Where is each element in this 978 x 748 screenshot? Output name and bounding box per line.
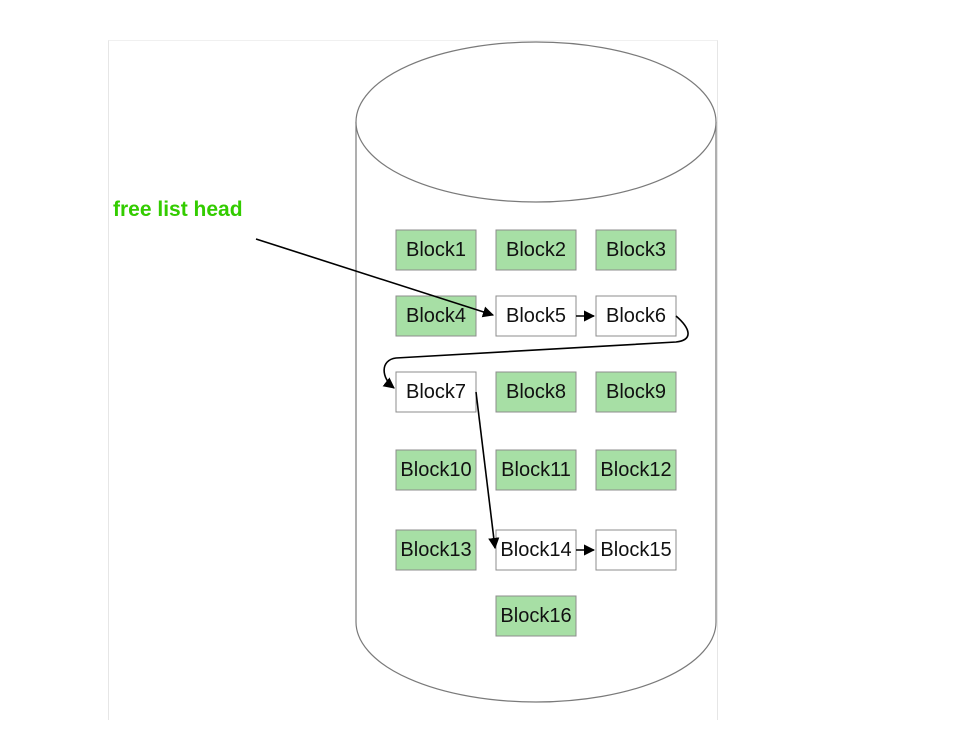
free-list-head-label: free list head [113, 198, 243, 221]
block-14-box [495, 529, 577, 571]
block-16-box [495, 595, 577, 637]
block-2: Block2 [495, 229, 577, 271]
block-8-box [495, 371, 577, 413]
cylinder-top [355, 41, 717, 203]
blocks-layer: Block1 Block2 Block3 Block4 Block5 Block… [395, 229, 677, 637]
block-6-label: Block6 [606, 305, 666, 327]
block-3: Block3 [595, 229, 677, 271]
arrow-head-to-block5 [255, 238, 495, 318]
block-15-label: Block15 [600, 539, 671, 561]
block-12: Block12 [595, 449, 677, 491]
block-15: Block15 [595, 529, 677, 571]
block-8-label: Block8 [506, 381, 566, 403]
block-1: Block1 [395, 229, 477, 271]
block-3-label: Block3 [606, 239, 666, 261]
free-list-arrows [255, 238, 689, 556]
block-10: Block10 [395, 449, 477, 491]
block-6: Block6 [595, 295, 677, 337]
block-10-label: Block10 [400, 459, 471, 481]
block-9-box [595, 371, 677, 413]
block-5-box [495, 295, 577, 337]
block-4: Block4 [395, 295, 477, 337]
block-14-label: Block14 [500, 539, 571, 561]
block-11-box [495, 449, 577, 491]
block-11: Block11 [495, 449, 577, 491]
block-7-box [395, 371, 477, 413]
block-7: Block7 [395, 371, 477, 413]
block-13: Block13 [395, 529, 477, 571]
block-2-box [495, 229, 577, 271]
block-9: Block9 [595, 371, 677, 413]
block-4-box [395, 295, 477, 337]
block-9-label: Block9 [606, 381, 666, 403]
block-11-label: Block11 [501, 459, 571, 481]
block-13-label: Block13 [400, 539, 471, 561]
block-7-label: Block7 [406, 381, 466, 403]
block-12-label: Block12 [600, 459, 671, 481]
block-1-box [395, 229, 477, 271]
arrow-block7-to-block14 [475, 391, 500, 550]
block-10-box [395, 449, 477, 491]
block-5-label: Block5 [506, 305, 566, 327]
block-4-label: Block4 [406, 305, 466, 327]
block-6-box [595, 295, 677, 337]
arrow-block6-to-block7 [382, 315, 689, 389]
block-5: Block5 [495, 295, 577, 337]
block-3-box [595, 229, 677, 271]
block-15-box [595, 529, 677, 571]
diagram-canvas [108, 40, 718, 720]
block-2-label: Block2 [506, 239, 566, 261]
block-1-label: Block1 [406, 239, 466, 261]
block-16-label: Block16 [500, 605, 571, 627]
block-8: Block8 [495, 371, 577, 413]
block-16: Block16 [495, 595, 577, 637]
block-13-box [395, 529, 477, 571]
block-14: Block14 [495, 529, 577, 571]
block-12-box [595, 449, 677, 491]
